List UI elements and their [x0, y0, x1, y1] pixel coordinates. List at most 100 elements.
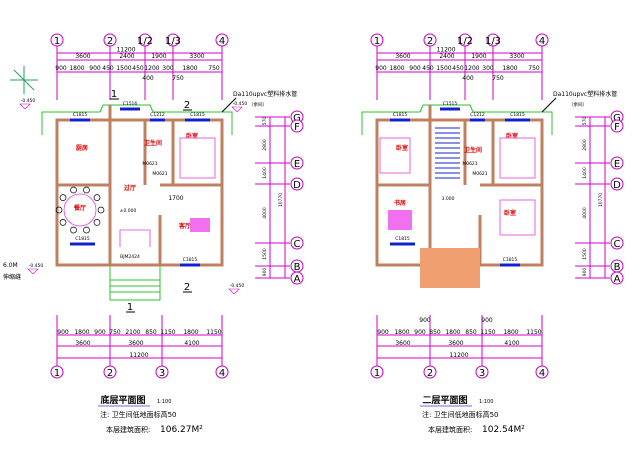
- section-mark: 2: [184, 100, 190, 111]
- axis-bubble: [535, 365, 549, 379]
- axis-bubble: [610, 236, 624, 250]
- sub-dimension: 300: [482, 65, 494, 72]
- dimension: 900: [262, 268, 268, 277]
- axis-label: 1/3: [485, 36, 501, 47]
- pipe-note: Da110upvc塑料排水管: [233, 90, 297, 98]
- bed: [499, 137, 536, 179]
- sub-dimension: 900: [89, 65, 101, 72]
- total-dimension: 11200: [116, 47, 135, 54]
- section-mark: 1: [111, 89, 117, 100]
- sub-dimension: 450: [132, 65, 144, 72]
- elevation-label: -0.450: [233, 101, 248, 107]
- sub-dimension: 850: [429, 329, 441, 336]
- pipe-note: Da110upvc塑料排水管: [553, 90, 617, 98]
- window-label: C1815: [503, 257, 518, 263]
- sub-dimension: 1800: [183, 329, 198, 336]
- axis-label: 4: [539, 36, 545, 47]
- room-label: 卫生间: [144, 139, 162, 147]
- drawing-scale: 1:100: [479, 399, 493, 405]
- dimension: 3300: [189, 53, 204, 60]
- front-steps: [109, 265, 161, 301]
- room-label: 书房: [394, 199, 406, 207]
- leader-line: [541, 97, 557, 113]
- sub-dimension: 900: [377, 329, 389, 336]
- axis-bubble: [290, 177, 304, 191]
- axis-label: 2: [427, 36, 433, 47]
- dimension: 2400: [439, 53, 454, 60]
- chair: [93, 194, 101, 202]
- axis-bubble: [290, 156, 304, 170]
- sub-dimension: 900: [94, 329, 106, 336]
- sub-dimension: 450: [102, 65, 114, 72]
- roof-outline: [361, 104, 553, 135]
- room-label: 餐厅: [73, 204, 86, 212]
- dimension: 4000: [262, 207, 268, 219]
- sub-dimension: 900: [419, 317, 431, 324]
- door-label: M0621: [152, 171, 167, 177]
- dimension: 4100: [504, 340, 519, 347]
- sub-dimension: 900: [55, 65, 67, 72]
- axis-bubble: [610, 271, 624, 285]
- axis-label: 2: [427, 368, 433, 379]
- dimension: 900: [582, 268, 588, 277]
- drawing-title: 底层平面图: [100, 394, 145, 406]
- axis-label: 4: [539, 368, 545, 379]
- roof-outline: [41, 104, 233, 135]
- sub-dimension: 400: [462, 75, 474, 82]
- axis-label: 1: [374, 36, 380, 47]
- room-label: 卫生间: [464, 146, 482, 154]
- area-value: 102.54M²: [482, 425, 525, 435]
- axis-label: 1: [54, 368, 60, 379]
- elevation-marker: [27, 268, 39, 275]
- sub-dimension: 1150: [480, 329, 495, 336]
- axis-bubble: [215, 365, 229, 379]
- dimension: 3600: [395, 53, 410, 60]
- dimension: 3300: [509, 53, 524, 60]
- axis-bubble: [50, 365, 64, 379]
- door-label: M0621: [142, 161, 157, 167]
- room-label: 卧室: [396, 144, 408, 152]
- elevation-marker: [19, 103, 31, 110]
- axis-label: F: [294, 122, 300, 133]
- sub-dimension: 2100: [125, 329, 140, 336]
- sub-dimension: 1500: [436, 65, 451, 72]
- window-label: C1815: [190, 112, 205, 118]
- elevation-marker: [228, 288, 240, 295]
- drawing-note: 注: 卫生间低地面标高50: [100, 410, 177, 419]
- window-label: C1515: [443, 101, 458, 107]
- sub-dimension: 1800: [394, 329, 409, 336]
- axis-label: 4: [219, 368, 225, 379]
- axis-label: D: [613, 180, 621, 191]
- sub-dimension: 1150: [160, 329, 175, 336]
- sub-dimension: 850: [145, 329, 157, 336]
- inner-dimension: 1700: [168, 195, 183, 202]
- total-dimension: 10770: [598, 193, 604, 207]
- room-label: 卧室: [186, 132, 198, 140]
- elevation-label: -0.450: [29, 263, 44, 269]
- chair: [59, 218, 67, 226]
- sub-dimension: 900: [375, 65, 387, 72]
- axis-bubble: [290, 236, 304, 250]
- sub-dimension: 1500: [116, 65, 131, 72]
- axis-label: 2: [107, 36, 113, 47]
- sub-dimension: 900: [481, 317, 493, 324]
- sub-dimension: 1800: [445, 329, 460, 336]
- axis-bubble: [290, 119, 304, 133]
- total-dimension: 11200: [436, 47, 455, 54]
- dimension: 1500: [262, 248, 268, 260]
- axis-label: B: [294, 262, 301, 273]
- dining-table: [63, 193, 97, 227]
- dimension: 2800: [582, 139, 588, 151]
- dimension: 3600: [395, 340, 410, 347]
- chair: [93, 218, 101, 226]
- axis-label: 1: [54, 36, 60, 47]
- sub-dimension: 850: [465, 329, 477, 336]
- elevation-marker: [231, 106, 243, 113]
- window-label: C1815: [395, 236, 410, 242]
- window-label: C1212: [150, 112, 165, 118]
- sub-dimension: 900: [409, 65, 421, 72]
- sub-dimension: 450: [452, 65, 464, 72]
